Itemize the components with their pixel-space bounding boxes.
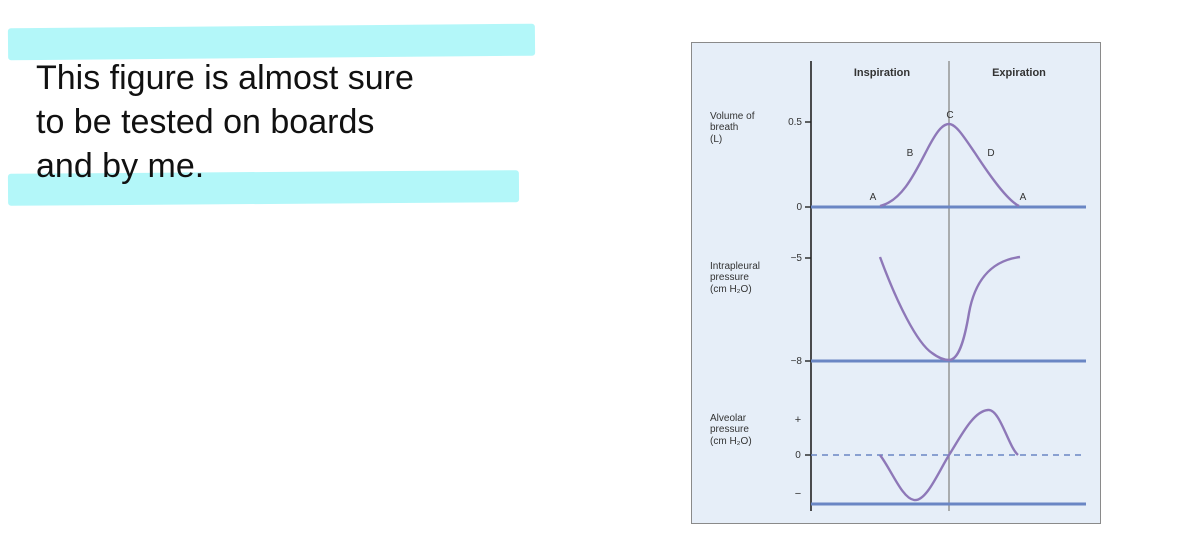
respiration-diagram: Inspiration Expiration Volume of breath …	[692, 43, 1100, 523]
highlight-stroke-top	[7, 23, 536, 61]
alveolar-curve	[879, 408, 1019, 502]
note-text: This figure is almost sure to be tested …	[36, 56, 516, 188]
intrapleural-tick-minus-5: −5	[791, 253, 803, 264]
intrapleural-label-line-1: Intrapleural	[710, 261, 760, 272]
alveolar-tick-plus: +	[795, 414, 801, 426]
intrapleural-curve	[878, 255, 1021, 362]
intrapleural-tick-minus-8: −8	[791, 356, 803, 367]
intrapleural-label-line-2: pressure	[710, 272, 749, 283]
note-line-1: This figure is almost sure	[36, 59, 414, 97]
point-label-a-end: A	[1020, 192, 1027, 203]
volume-label-line-2: breath	[710, 122, 738, 133]
phase-label-expiration: Expiration	[992, 67, 1046, 79]
volume-tick-0: 0	[796, 202, 802, 213]
volume-curve	[879, 122, 1020, 208]
volume-label-line-1: Volume of	[710, 111, 755, 122]
volume-tick-0-5: 0.5	[788, 117, 802, 128]
volume-axis-label: Volume of breath (L)	[710, 111, 757, 145]
note-line-3: and by me.	[36, 147, 205, 185]
alveolar-label-line-1: Alveolar	[710, 413, 747, 424]
alveolar-tick-0: 0	[795, 450, 801, 461]
intrapleural-label-line-3: (cm H₂O)	[710, 284, 752, 295]
alveolar-axis-label: Alveolar pressure (cm H₂O)	[710, 413, 752, 447]
note-line-2: to be tested on boards	[36, 103, 375, 141]
alveolar-label-line-2: pressure	[710, 424, 749, 435]
phase-label-inspiration: Inspiration	[854, 67, 911, 79]
respiration-figure: Inspiration Expiration Volume of breath …	[691, 42, 1101, 524]
alveolar-label-line-3: (cm H₂O)	[710, 436, 752, 447]
alveolar-tick-minus: −	[795, 488, 801, 500]
point-label-a-start: A	[870, 192, 877, 203]
panel-background	[692, 43, 1100, 523]
volume-label-line-3: (L)	[710, 134, 722, 145]
point-label-c: C	[946, 110, 953, 121]
point-label-b: B	[907, 148, 914, 159]
intrapleural-axis-label: Intrapleural pressure (cm H₂O)	[710, 261, 763, 295]
point-label-d: D	[987, 148, 994, 159]
